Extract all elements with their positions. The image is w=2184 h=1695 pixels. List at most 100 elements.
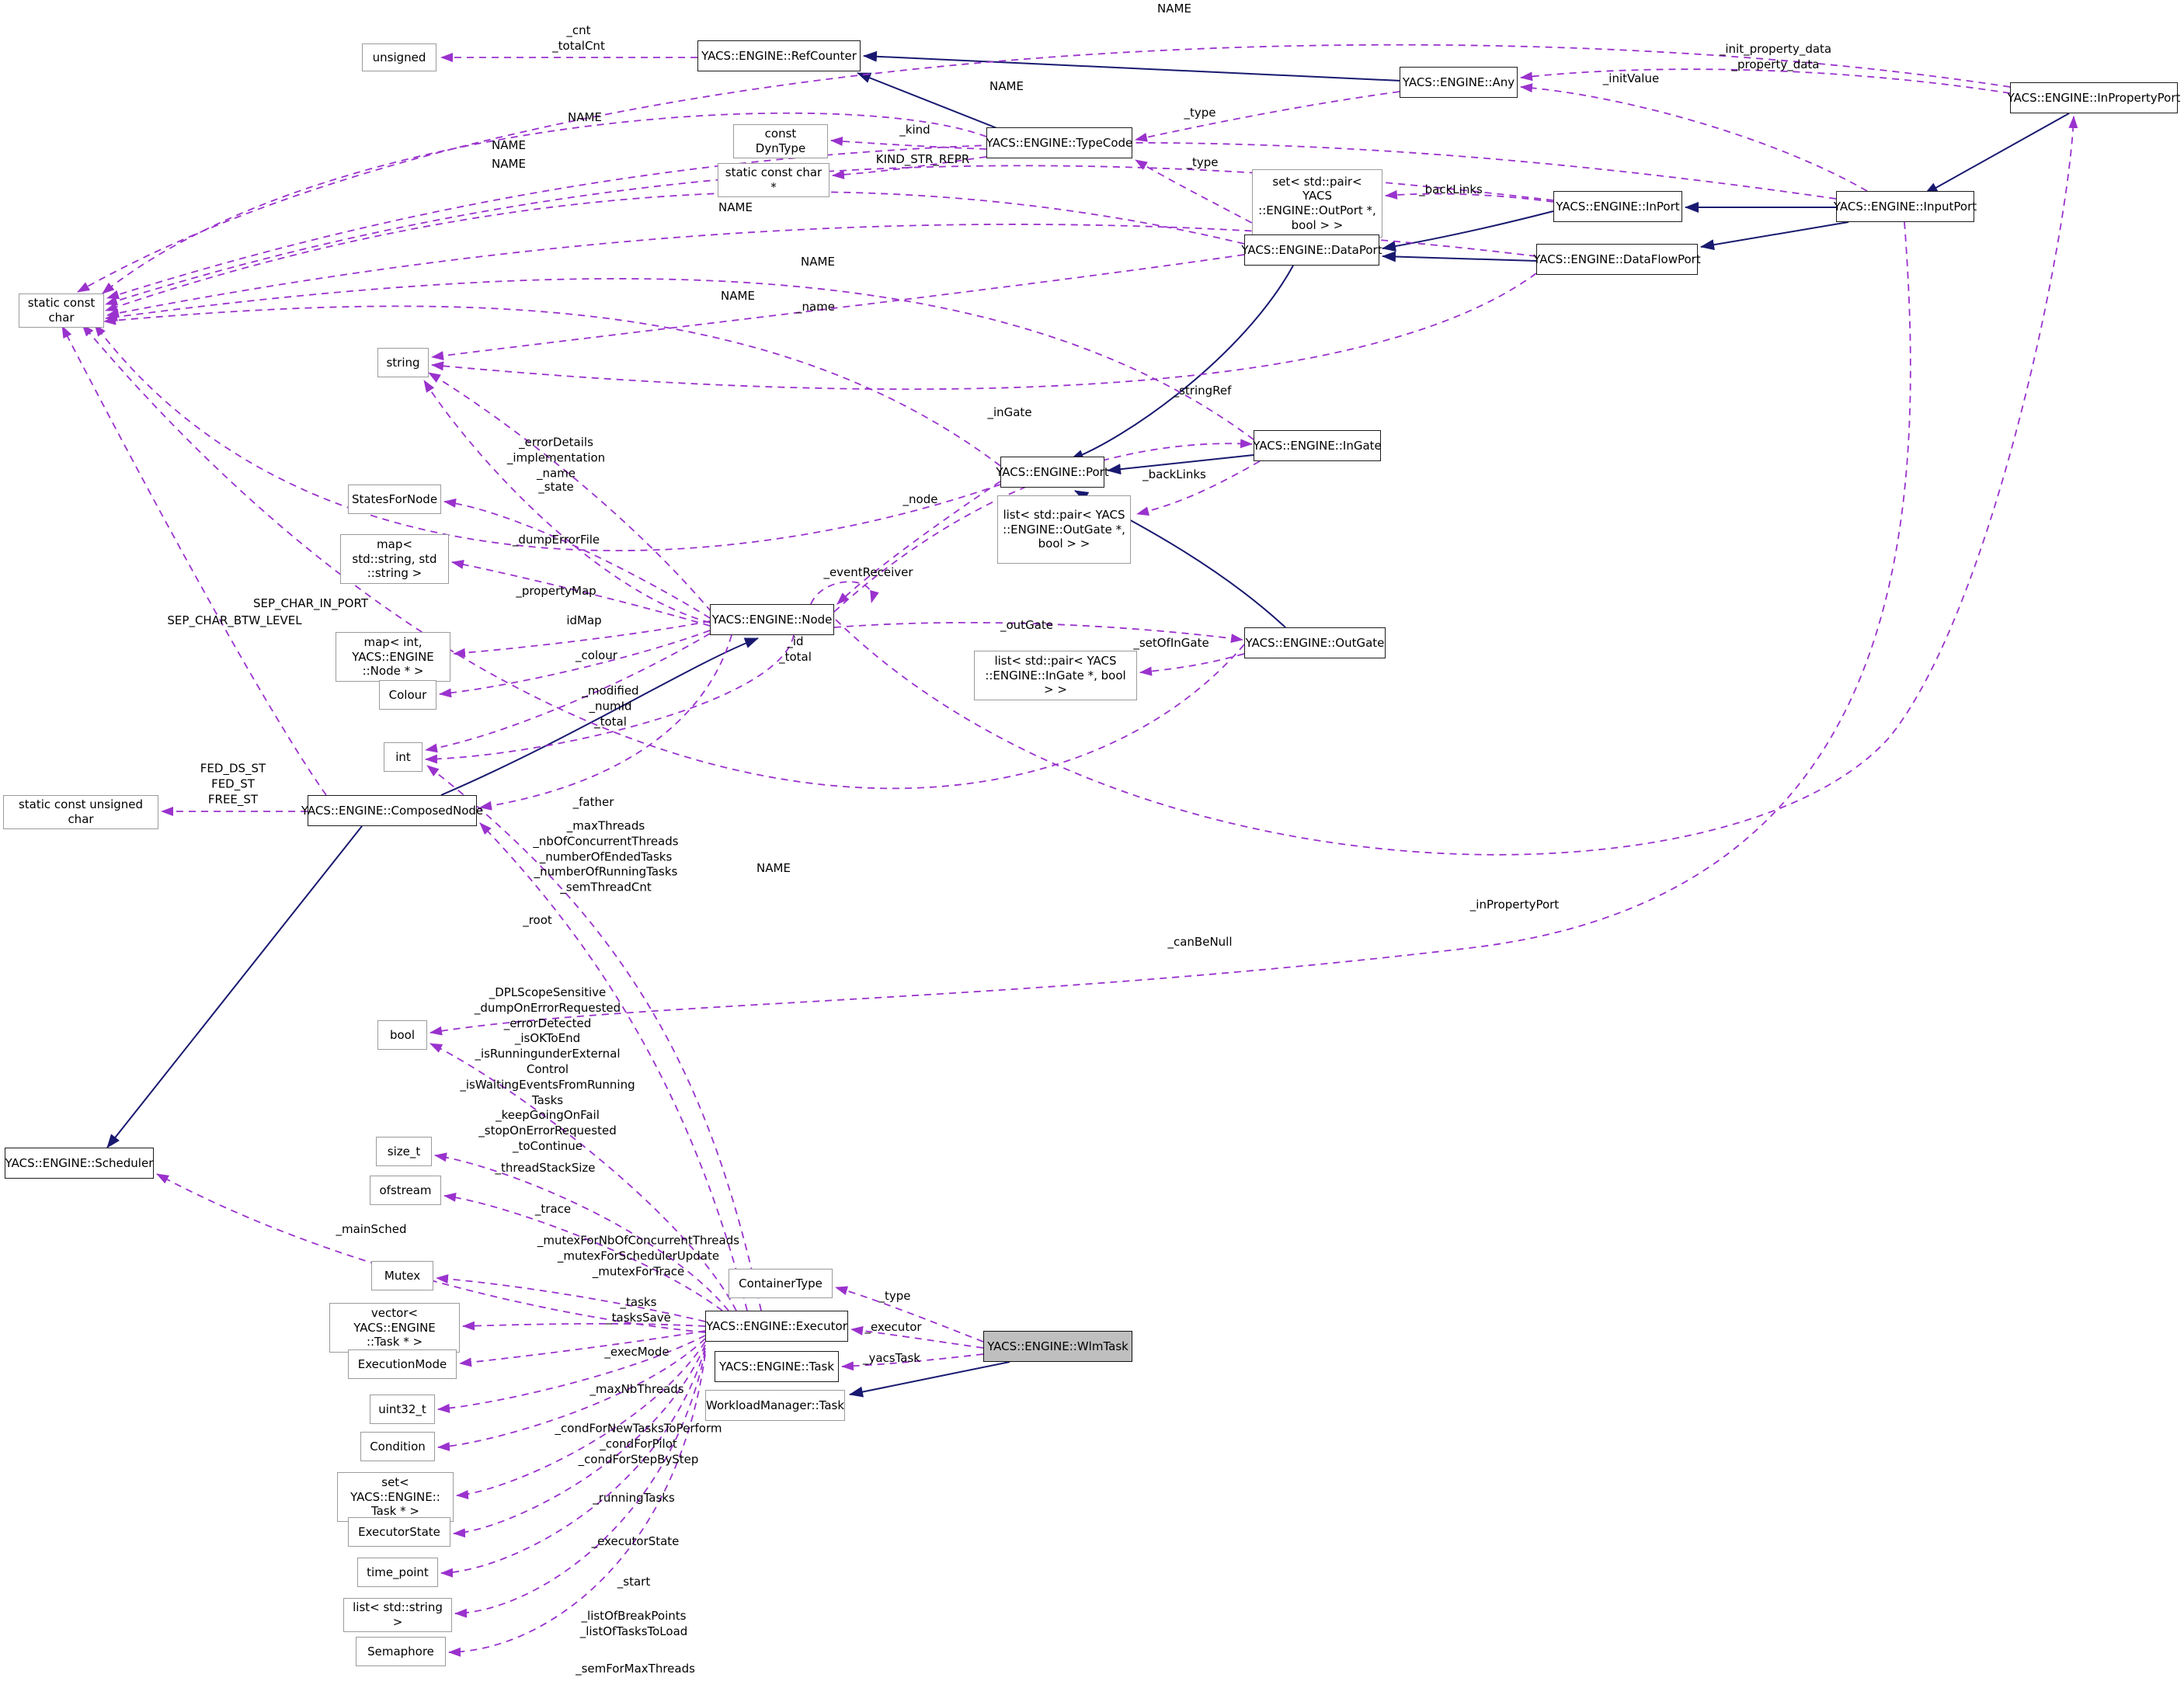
usage-outgate-listingate bbox=[1139, 653, 1245, 676]
class-box-size-t[interactable]: size_t bbox=[376, 1137, 432, 1166]
class-box-typecode[interactable]: YACS::ENGINE::TypeCode bbox=[986, 127, 1132, 158]
usage-executor-condition bbox=[437, 1338, 706, 1452]
class-box-node[interactable]: YACS::ENGINE::Node bbox=[710, 604, 834, 635]
usage-executor-scheduler-mainsched bbox=[156, 1173, 706, 1333]
class-box-time-point[interactable]: time_point bbox=[357, 1558, 438, 1587]
class-box-vector-task[interactable]: vector< YACS::ENGINE ::Task * > bbox=[329, 1303, 460, 1353]
usage-node-eventreceiver bbox=[810, 581, 879, 605]
class-box-outgate[interactable]: YACS::ENGINE::OutGate bbox=[1244, 627, 1386, 658]
class-box-map-int-node[interactable]: map< int, YACS::ENGINE ::Node * > bbox=[336, 632, 450, 682]
class-box-executor[interactable]: YACS::ENGINE::Executor bbox=[705, 1311, 848, 1342]
class-box-list-string[interactable]: list< std::string > bbox=[343, 1598, 452, 1632]
usage-wlmtask-executor bbox=[850, 1325, 984, 1349]
class-box-map-string-string[interactable]: map< std::string, std ::string > bbox=[340, 534, 449, 584]
usage-node-composednode-father bbox=[479, 634, 732, 811]
class-box-wlmtask[interactable]: YACS::ENGINE::WlmTask bbox=[983, 1331, 1132, 1362]
class-box-workloadmanager-task[interactable]: WorkloadManager::Task bbox=[705, 1390, 845, 1421]
class-box-list-pair-outgate[interactable]: list< std::pair< YACS ::ENGINE::OutGate … bbox=[997, 495, 1131, 564]
usage-executor-semaphore bbox=[448, 1353, 706, 1657]
usage-node-outgate bbox=[833, 621, 1243, 644]
usage-port-scc-name bbox=[103, 305, 1001, 467]
class-box-semaphore[interactable]: Semaphore bbox=[356, 1637, 446, 1666]
usage-node-ingate bbox=[833, 439, 1253, 613]
class-box-colour[interactable]: Colour bbox=[379, 680, 436, 710]
usage-ingate-listoutgate bbox=[1136, 460, 1261, 516]
usage-inputport-any-initvalue bbox=[1520, 83, 1868, 192]
usage-inpropertyport-scc-name bbox=[77, 43, 2011, 293]
class-box-static-const-char[interactable]: static const char bbox=[19, 293, 104, 328]
usage-executor-executionmode bbox=[459, 1330, 706, 1367]
class-box-inputport[interactable]: YACS::ENGINE::InputPort bbox=[1834, 191, 1977, 222]
usage-dataport-string-name bbox=[431, 254, 1245, 361]
class-box-statesfornode[interactable]: StatesForNode bbox=[348, 485, 441, 514]
class-box-dataflowport[interactable]: YACS::ENGINE::DataFlowPort bbox=[1533, 244, 1701, 275]
usage-wlmtask-containertype bbox=[835, 1286, 984, 1342]
usage-typecode-dyntype bbox=[830, 137, 987, 150]
usage-dataport-typecode bbox=[1135, 159, 1275, 235]
usage-node-int-idtotal bbox=[425, 634, 795, 764]
class-box-ingate[interactable]: YACS::ENGINE::InGate bbox=[1253, 430, 1382, 461]
usage-inputport-bool-canbenull bbox=[429, 221, 1911, 1036]
inherit-ingate-port bbox=[1107, 454, 1254, 475]
class-box-executionmode[interactable]: ExecutionMode bbox=[348, 1349, 457, 1379]
inherit-inport-dataport bbox=[1382, 210, 1554, 252]
inherit-dataflowport-dataport bbox=[1382, 251, 1537, 262]
usage-executor-uint32 bbox=[437, 1335, 706, 1413]
class-box-executorstate[interactable]: ExecutorState bbox=[348, 1517, 450, 1547]
class-box-mutex[interactable]: Mutex bbox=[371, 1261, 433, 1290]
usage-node-int-modified bbox=[425, 633, 711, 753]
class-box-composednode[interactable]: YACS::ENGINE::ComposedNode bbox=[301, 795, 483, 826]
usage-dataport-scc-name bbox=[105, 191, 1245, 311]
class-box-dataport[interactable]: YACS::ENGINE::DataPort bbox=[1241, 234, 1382, 266]
usage-node-colour bbox=[439, 630, 711, 698]
class-box-list-pair-ingate[interactable]: list< std::pair< YACS ::ENGINE::InGate *… bbox=[974, 651, 1137, 700]
usage-node-propertymap bbox=[451, 560, 711, 627]
class-box-task[interactable]: YACS::ENGINE::Task bbox=[715, 1351, 839, 1382]
usage-node-string-errordetails bbox=[428, 372, 712, 613]
usage-executor-settask bbox=[456, 1341, 706, 1499]
usage-node-statesfornode bbox=[443, 498, 711, 619]
usage-typecode-staticconstcharstar bbox=[832, 156, 987, 179]
usage-executor-timepoint bbox=[440, 1347, 706, 1578]
usage-executor-mutex bbox=[436, 1274, 706, 1322]
class-box-unsigned[interactable]: unsigned bbox=[362, 43, 436, 71]
usage-node-string-dumperrorfile bbox=[423, 380, 711, 623]
inherit-any-refcounter bbox=[863, 50, 1402, 82]
class-box-static-const-unsigned-char[interactable]: static const unsigned char bbox=[3, 795, 158, 829]
inherit-dataport-port bbox=[1069, 265, 1294, 460]
class-box-inpropertyport[interactable]: YACS::ENGINE::InPropertyPort bbox=[2008, 82, 2180, 113]
usage-any-typecode bbox=[1135, 91, 1400, 142]
class-box-containertype[interactable]: ContainerType bbox=[729, 1269, 833, 1298]
usage-ingate-scc-name bbox=[105, 278, 1254, 440]
inherit-typecode-refcounter bbox=[857, 72, 1000, 130]
class-box-port[interactable]: YACS::ENGINE::Port bbox=[996, 457, 1109, 488]
class-box-scheduler[interactable]: YACS::ENGINE::Scheduler bbox=[5, 1148, 154, 1179]
usage-executor-bool-flags bbox=[429, 1043, 737, 1311]
class-box-any[interactable]: YACS::ENGINE::Any bbox=[1400, 67, 1518, 98]
usage-executor-ofstream bbox=[443, 1192, 723, 1311]
class-box-static-const-char-star[interactable]: static const char * bbox=[718, 163, 829, 197]
class-box-uint32-t[interactable]: uint32_t bbox=[370, 1395, 435, 1424]
usage-port-scc-sepcharinport bbox=[94, 324, 1001, 551]
class-box-set-task[interactable]: set< YACS::ENGINE:: Task * > bbox=[337, 1472, 454, 1522]
usage-executor-liststring bbox=[454, 1350, 706, 1618]
class-box-const-dyntype[interactable]: const DynType bbox=[733, 124, 828, 158]
usage-port-node bbox=[836, 481, 1001, 605]
class-box-condition[interactable]: Condition bbox=[360, 1432, 435, 1461]
usage-executor-executorstate bbox=[453, 1344, 706, 1538]
class-box-string[interactable]: string bbox=[377, 348, 429, 377]
class-box-int[interactable]: int bbox=[384, 742, 423, 772]
inherit-inpropertyport-inputport bbox=[1924, 113, 2070, 195]
usage-dataflowport-string-stringref bbox=[431, 273, 1537, 391]
class-box-bool[interactable]: bool bbox=[377, 1020, 427, 1050]
inherit-wlmtask-wmtask bbox=[849, 1361, 1010, 1398]
usage-executor-vectortask bbox=[462, 1321, 706, 1331]
inherit-inputport-dataflowport bbox=[1700, 221, 1849, 251]
class-box-refcounter[interactable]: YACS::ENGINE::RefCounter bbox=[697, 40, 861, 71]
class-box-set-pair-outport[interactable]: set< std::pair< YACS ::ENGINE::OutPort *… bbox=[1252, 169, 1382, 238]
class-box-inport[interactable]: YACS::ENGINE::InPort bbox=[1553, 191, 1682, 222]
usage-inpropertyport-any-propdata bbox=[1520, 68, 2011, 94]
usage-executor-sizet bbox=[434, 1152, 729, 1311]
class-box-ofstream[interactable]: ofstream bbox=[370, 1176, 441, 1205]
